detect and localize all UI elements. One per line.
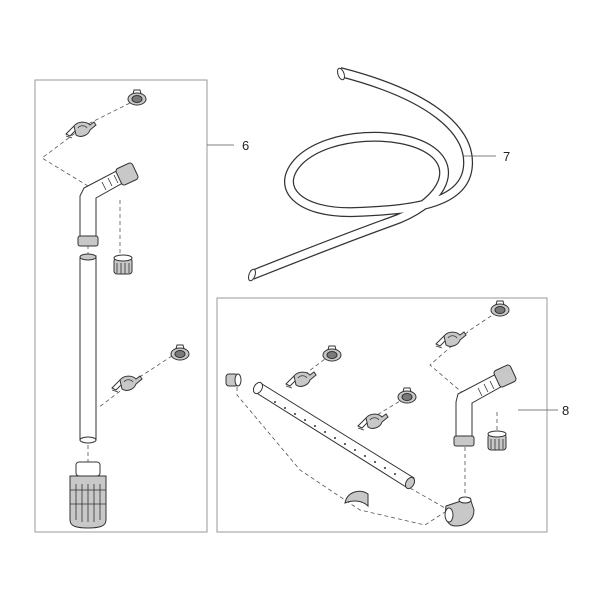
hose-icon xyxy=(248,67,496,282)
elbow-fitting-icon xyxy=(453,364,517,447)
suction-cup-icon xyxy=(127,89,147,106)
elbow-fitting-icon xyxy=(444,496,475,527)
tube-clip-icon xyxy=(111,375,143,393)
group-6-parts xyxy=(41,89,234,529)
group-6-frame xyxy=(34,79,208,533)
suction-cup-icon xyxy=(322,345,342,362)
tube-clip-icon xyxy=(285,371,317,389)
elbow-fitting-icon xyxy=(77,162,139,247)
tube-clip-icon xyxy=(357,413,389,431)
spray-bar-icon xyxy=(252,381,416,490)
suction-cup-icon xyxy=(170,344,190,361)
callout-6: 6 xyxy=(242,138,249,153)
end-cap-icon xyxy=(344,490,369,508)
suction-cup-icon xyxy=(397,387,417,404)
tube-clip-icon xyxy=(65,121,97,139)
callout-7: 7 xyxy=(503,149,510,164)
intake-tube xyxy=(79,253,97,444)
callout-8: 8 xyxy=(562,403,569,418)
tube-clip-icon xyxy=(435,331,467,349)
strainer-icon xyxy=(69,461,107,529)
end-cap-icon xyxy=(225,373,242,387)
suction-cup-icon xyxy=(490,300,510,317)
spray-holes xyxy=(274,401,396,475)
group-8-frame xyxy=(216,297,548,533)
group-8-parts xyxy=(225,300,558,527)
nut-icon xyxy=(487,430,507,451)
nut-icon xyxy=(113,254,133,275)
